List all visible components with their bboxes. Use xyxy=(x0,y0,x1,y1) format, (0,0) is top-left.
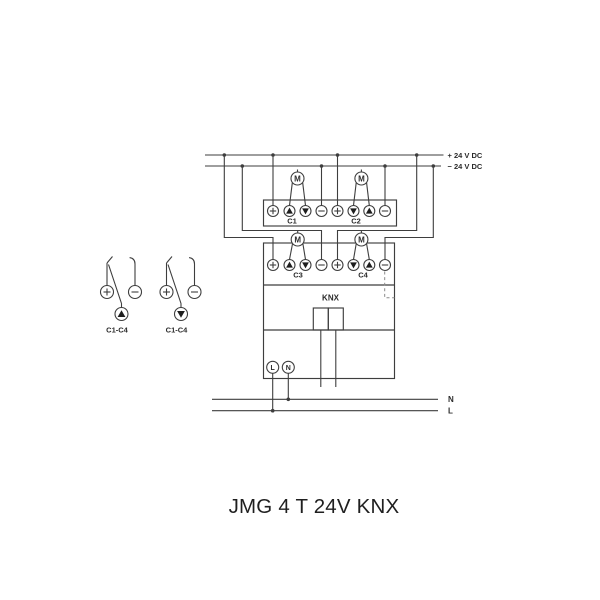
motor-lead xyxy=(352,182,357,206)
channel-c4: C4 xyxy=(331,258,392,280)
motor-lead xyxy=(366,243,370,260)
down-arrow-icon xyxy=(350,208,357,215)
knx-label: KNX xyxy=(322,294,340,303)
device-box: KNX xyxy=(262,242,396,387)
feed-c3-minus xyxy=(241,166,323,260)
switch-blade xyxy=(167,264,182,304)
l-terminal-letter: L xyxy=(271,365,276,372)
mains-rails: N L xyxy=(212,395,454,416)
switch-down-symbol: C1-C4 xyxy=(159,256,202,335)
motor-lead xyxy=(352,243,357,260)
switch-down-label: C1-C4 xyxy=(166,326,189,335)
power-rails: + 24 V DC − 24 V DC xyxy=(205,151,483,171)
channel-c3: C3 xyxy=(266,258,328,280)
switch-contact-hook xyxy=(129,257,136,286)
up-arrow-icon xyxy=(117,310,126,317)
up-arrow-icon xyxy=(365,261,373,268)
switch-pivot-tick xyxy=(166,256,173,264)
n-terminal-letter: N xyxy=(286,365,291,372)
down-arrow-icon xyxy=(177,311,185,318)
mains-terminals: L N xyxy=(266,360,295,411)
feed-c4-plus xyxy=(336,155,418,260)
down-arrow-icon xyxy=(302,262,309,269)
switch-pivot-tick xyxy=(106,256,113,264)
up-arrow-icon xyxy=(286,207,293,214)
knx-connector-right xyxy=(327,307,344,331)
terminal-box-c1-c2 xyxy=(262,199,398,227)
motor-lead xyxy=(302,182,307,206)
switch-up-label: C1-C4 xyxy=(106,326,129,335)
channel-label: C1 xyxy=(287,217,297,226)
motor-letter: M xyxy=(358,236,365,245)
up-arrow-icon xyxy=(286,261,293,268)
down-arrow-icon xyxy=(350,262,357,269)
negative-rail-label: − 24 V DC xyxy=(448,162,483,171)
rail-junction-dot xyxy=(270,408,275,413)
motor-lead xyxy=(366,182,370,206)
channel-feed-wires xyxy=(223,155,434,260)
channel-c2: C2 xyxy=(331,204,392,226)
motor-lead xyxy=(288,243,294,260)
rail-junction-dot xyxy=(286,397,291,402)
motor-lead xyxy=(288,182,293,206)
motor-symbols: M M M M xyxy=(288,169,370,260)
neutral-rail-label: N xyxy=(448,395,454,404)
channel-label: C2 xyxy=(351,217,361,226)
feed-c4-minus xyxy=(384,166,434,260)
switch-up-symbol: C1-C4 xyxy=(99,256,143,335)
motor-letter: M xyxy=(358,175,365,184)
knx-connector-left xyxy=(312,307,329,331)
device-outline xyxy=(262,242,396,380)
feed-c3-plus xyxy=(223,155,274,260)
caption: JMG 4 T 24V KNX xyxy=(229,495,400,518)
motor-lead xyxy=(302,243,307,260)
up-arrow-icon xyxy=(365,207,373,214)
switch-blade xyxy=(107,264,123,304)
motor-letter: M xyxy=(294,236,301,245)
channel-label: C3 xyxy=(293,271,303,280)
motor-letter: M xyxy=(294,175,301,184)
down-arrow-icon xyxy=(302,208,309,215)
line-rail-label: L xyxy=(448,407,453,416)
channel-label: C4 xyxy=(358,271,368,280)
channel-c1: C1 xyxy=(266,204,328,226)
switch-contact-hook xyxy=(188,257,196,286)
positive-rail-label: + 24 V DC xyxy=(448,151,483,160)
